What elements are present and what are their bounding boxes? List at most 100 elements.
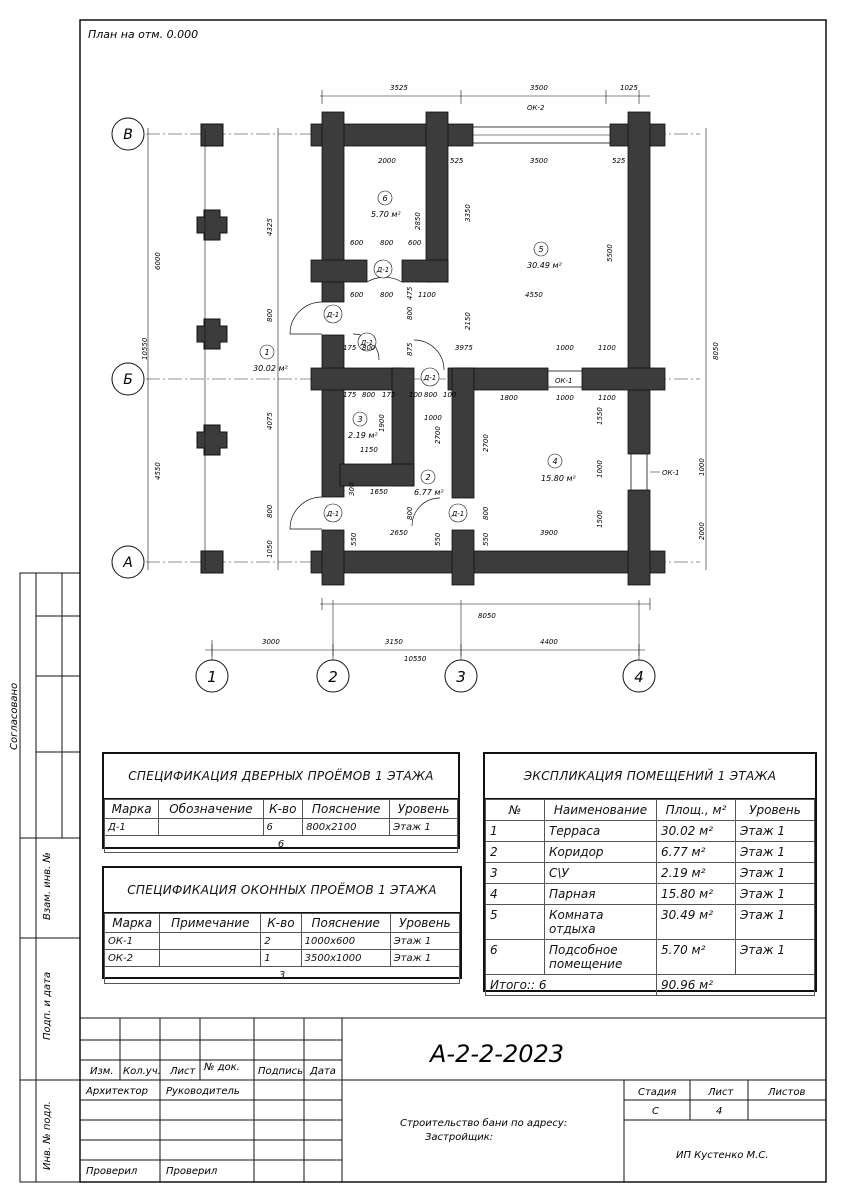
svg-text:2700: 2700	[434, 426, 442, 444]
side-labels: Согласовано Взам. инв. № Подп. и дата Ин…	[9, 683, 53, 1170]
door-tag: Д-1	[451, 510, 464, 518]
svg-text:1900: 1900	[378, 414, 386, 432]
total-row: Итого:: 6 90.96 м²	[485, 974, 815, 996]
svg-text:10550: 10550	[141, 337, 149, 360]
room-area-3: 2.19 м²	[348, 431, 378, 440]
svg-text:3500: 3500	[530, 84, 548, 92]
svg-text:1100: 1100	[418, 291, 436, 299]
svg-text:100: 100	[443, 391, 457, 399]
svg-text:475: 475	[406, 286, 414, 300]
room-area-6: 5.70 м²	[371, 210, 401, 219]
door-tag: Д-1	[376, 266, 389, 274]
svg-text:1100: 1100	[598, 344, 616, 352]
svg-text:Лист: Лист	[169, 1066, 197, 1077]
axis-bubble	[111, 117, 145, 151]
svg-text:Стадия: Стадия	[638, 1087, 676, 1098]
svg-text:8050: 8050	[478, 612, 496, 620]
svg-text:Инв. № подл.: Инв. № подл.	[42, 1101, 53, 1170]
svg-text:Подпись: Подпись	[258, 1066, 303, 1077]
svg-text:600: 600	[350, 239, 364, 247]
svg-text:1150: 1150	[360, 446, 378, 454]
axis-label-col-1: 2	[328, 668, 338, 686]
door-spec-title: СПЕЦИФИКАЦИЯ ДВЕРНЫХ ПРОЁМОВ 1 ЭТАЖА	[104, 754, 458, 799]
row-axis-markers: В Б А	[111, 117, 145, 579]
dimension-texts: 3525 3500 1025 8050 3000 3150 4400 10550…	[141, 84, 720, 663]
organization: ИП Кустенко М.С.	[676, 1150, 769, 1161]
svg-text:525: 525	[612, 157, 626, 165]
svg-text:600: 600	[408, 239, 422, 247]
axis-label-col-2: 3	[456, 668, 466, 686]
room-area-5: 30.49 м²	[527, 261, 562, 270]
svg-text:1000: 1000	[556, 394, 574, 402]
svg-text:1100: 1100	[598, 394, 616, 402]
svg-text:550: 550	[482, 532, 490, 546]
axis-label-col-3: 4	[634, 668, 644, 686]
door-tags: Д-1 Д-1 Д-1 Д-1 Д-1 Д-1	[323, 259, 468, 523]
room-num-2: 2	[425, 473, 430, 482]
svg-text:Строительство бани по адресу:: Строительство бани по адресу:	[400, 1117, 567, 1129]
total-row: 3	[104, 966, 460, 984]
svg-text:Проверил: Проверил	[86, 1166, 138, 1177]
svg-text:1050: 1050	[266, 540, 274, 558]
svg-text:Согласовано: Согласовано	[9, 683, 20, 750]
th: Уровень	[389, 799, 458, 819]
svg-text:Листов: Листов	[767, 1087, 805, 1098]
explication-title: ЭКСПЛИКАЦИЯ ПОМЕЩЕНИЙ 1 ЭТАЖА	[485, 754, 815, 799]
window-spec-table: СПЕЦИФИКАЦИЯ ОКОННЫХ ПРОЁМОВ 1 ЭТАЖА Мар…	[102, 866, 462, 984]
side-strip	[19, 572, 81, 1183]
table-row: ОК-2 1 3500х1000 Этаж 1	[103, 949, 461, 967]
svg-text:1000: 1000	[596, 460, 604, 478]
title-roles: Архитектор Руководитель Проверил Провери…	[85, 1086, 240, 1177]
svg-text:№ док.: № док.	[203, 1062, 240, 1073]
grid-lines	[146, 133, 700, 563]
svg-text:Руководитель: Руководитель	[166, 1086, 240, 1097]
axis-bubble	[111, 545, 145, 579]
svg-text:10550: 10550	[404, 655, 427, 663]
svg-text:Лист: Лист	[707, 1087, 735, 1098]
svg-text:4400: 4400	[540, 638, 558, 646]
svg-text:2150: 2150	[464, 312, 472, 330]
window-tags: ОК-1 ОК-1 ОК-2	[527, 104, 679, 477]
windows	[472, 126, 648, 491]
axis-label-row-0: В	[123, 127, 133, 143]
room-num-1: 1	[264, 348, 269, 357]
walls	[310, 111, 666, 586]
svg-text:100: 100	[409, 391, 423, 399]
svg-text:800: 800	[362, 391, 376, 399]
door-tag: Д-1	[423, 374, 436, 382]
svg-text:Кол.уч.: Кол.уч.	[123, 1066, 161, 1077]
room-area-4: 15.80 м²	[541, 474, 576, 483]
window-ok1-b	[630, 453, 648, 491]
svg-text:Дата: Дата	[309, 1066, 336, 1077]
svg-text:6000: 6000	[154, 252, 162, 270]
window-tag: ОК-1	[555, 377, 572, 385]
svg-text:С: С	[652, 1106, 659, 1117]
svg-text:3975: 3975	[455, 344, 473, 352]
sheet-frame	[79, 19, 827, 1183]
svg-text:3000: 3000	[262, 638, 280, 646]
svg-text:600: 600	[350, 291, 364, 299]
col-axis-markers: 1 2 3 4	[195, 659, 656, 693]
axis-bubble	[111, 362, 145, 396]
axis-label-col-0: 1	[207, 668, 217, 686]
dimension-lines	[147, 90, 707, 656]
sheet-code: А-2-2-2023	[428, 1040, 564, 1068]
svg-text:5500: 5500	[606, 244, 614, 262]
stage-cells: Стадия Лист Листов С 4 ИП Кустенко М.С.	[638, 1087, 805, 1161]
room-area-1: 30.02 м²	[253, 364, 288, 373]
window-tag: ОК-1	[662, 469, 679, 477]
svg-text:Архитектор: Архитектор	[85, 1086, 148, 1097]
svg-text:Взам. инв. №: Взам. инв. №	[42, 852, 53, 920]
svg-text:2000: 2000	[698, 522, 706, 540]
svg-text:2000: 2000	[378, 157, 396, 165]
explication-table: ЭКСПЛИКАЦИЯ ПОМЕЩЕНИЙ 1 ЭТАЖА № Наименов…	[483, 752, 817, 996]
th: Пояснение	[302, 799, 391, 819]
room-labels: 1 30.02 м² 2 6.77 м² 3 2.19 м² 4 15.80 м…	[253, 190, 576, 497]
room-num-6: 6	[382, 194, 387, 203]
svg-text:800: 800	[362, 344, 376, 352]
